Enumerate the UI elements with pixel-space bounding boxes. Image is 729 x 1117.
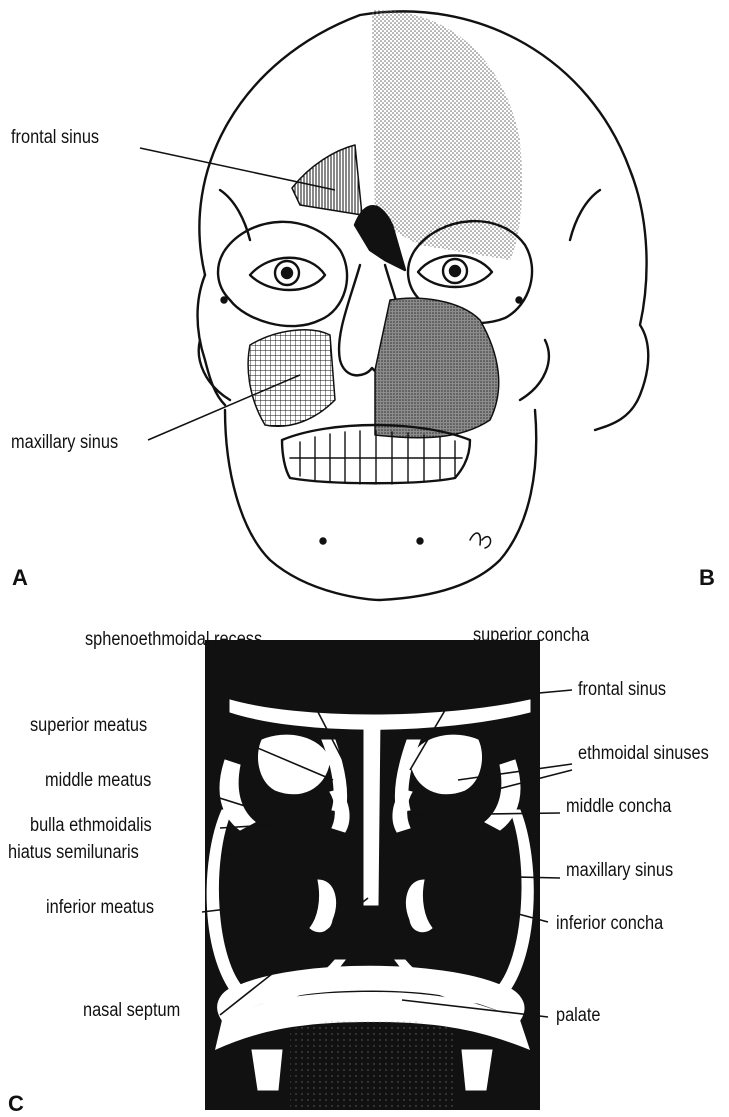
label-sphenoethmoidal-recess: sphenoethmoidal recess <box>85 630 262 649</box>
septum-shape <box>364 718 380 905</box>
label-maxillary-sinus-c: maxillary sinus <box>566 861 673 880</box>
label-ethmoidal-sinuses: ethmoidal sinuses <box>578 744 709 763</box>
cranium-stipple <box>372 10 522 260</box>
label-maxillary-sinus-a: maxillary sinus <box>11 433 118 452</box>
label-bulla-ethmoidalis: bulla ethmoidalis <box>30 816 152 835</box>
label-nasal-septum: nasal septum <box>83 1001 180 1020</box>
panel-label-c: C <box>8 1093 24 1115</box>
label-palate: palate <box>556 1006 601 1025</box>
label-frontal-sinus-a: frontal sinus <box>11 128 99 147</box>
panel-label-a: A <box>12 567 28 589</box>
leader-frontal-sinus <box>140 148 335 190</box>
label-middle-concha: middle concha <box>566 797 671 816</box>
coronal-section <box>205 640 540 1110</box>
maxillary-sinus-right <box>375 298 499 438</box>
frontal-sinus-region <box>292 145 362 215</box>
label-inferior-meatus: inferior meatus <box>46 898 154 917</box>
label-frontal-sinus-c: frontal sinus <box>578 680 666 699</box>
label-superior-concha: superior concha <box>473 626 589 645</box>
label-inferior-concha: inferior concha <box>556 914 663 933</box>
label-superior-meatus: superior meatus <box>30 716 147 735</box>
label-hiatus-semilunaris: hiatus semilunaris <box>8 843 139 862</box>
panel-label-b: B <box>699 567 715 589</box>
skull-drawing <box>198 10 649 600</box>
mandible <box>225 410 536 600</box>
label-middle-meatus: middle meatus <box>45 771 151 790</box>
